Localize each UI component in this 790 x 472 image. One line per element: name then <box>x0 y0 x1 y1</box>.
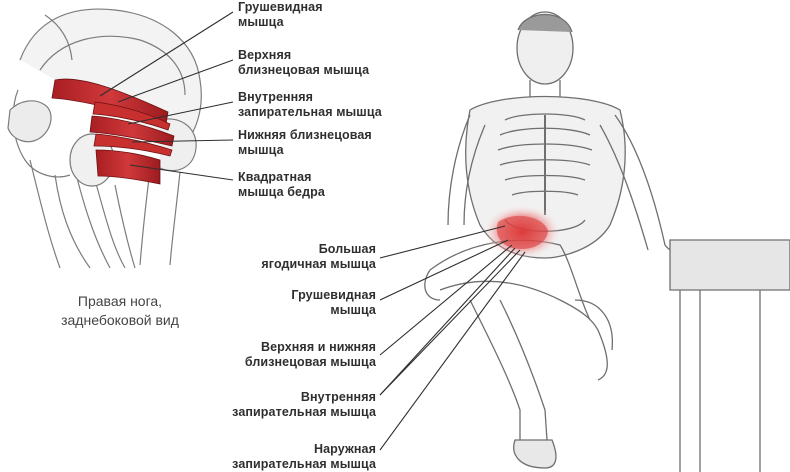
label-obturator-internus-inset: Внутренняя запирательная мышца <box>238 90 382 119</box>
label-quadratus-femoris: Квадратная мышца бедра <box>238 170 325 199</box>
label-piriformis-inset: Грушевидная мышца <box>238 0 323 29</box>
label-piriformis-figure: Грушевидная мышца <box>291 288 376 317</box>
gluteal-highlight <box>482 204 562 260</box>
label-gemellus-superior: Верхняя близнецовая мышца <box>238 48 370 77</box>
label-obturator-externus: Наружная запирательная мышца <box>232 442 376 471</box>
label-gemellus-inferior: Нижняя близнецовая мышца <box>238 128 372 157</box>
hip-muscles <box>51 78 175 185</box>
leader-lines <box>99 11 526 451</box>
label-gemelli: Верхняя и нижняя близнецовая мышца <box>244 340 376 369</box>
inset-caption: Правая нога, заднебоковой вид <box>61 293 179 328</box>
label-obturator-internus-figure: Внутренняя запирательная мышца <box>232 390 376 419</box>
label-gluteus-maximus: Большая ягодичная мышца <box>261 242 376 271</box>
stretch-figure-drawing <box>424 11 790 472</box>
